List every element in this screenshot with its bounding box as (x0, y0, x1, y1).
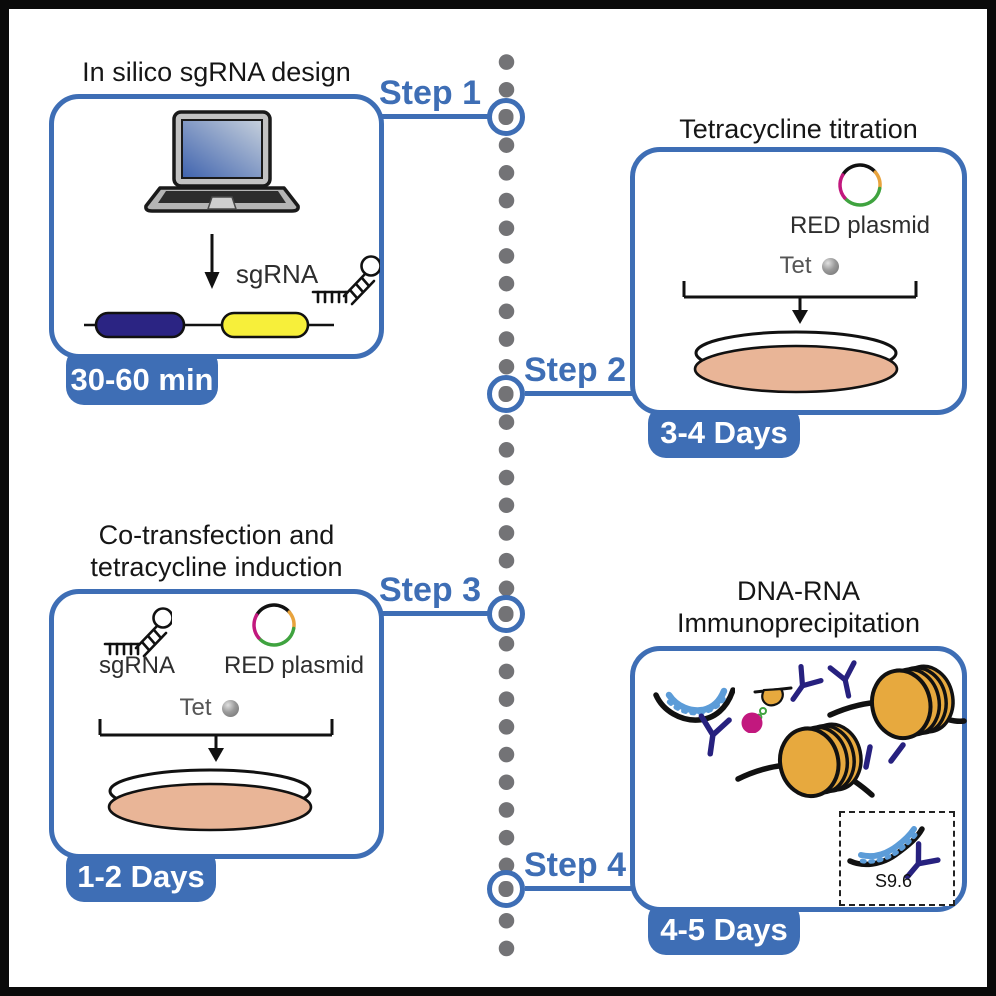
step3-timeline-ring (487, 595, 525, 633)
step2-tet-row: Tet (744, 252, 874, 280)
step1-duration-text: 30-60 min (70, 362, 214, 397)
step2-tet-label: Tet (779, 252, 812, 279)
s96-dashed-box: S9.6 (839, 811, 955, 906)
step3-tet-label: Tet (179, 694, 212, 721)
step2-title: Tetracycline titration (679, 114, 918, 144)
down-arrow-icon (204, 234, 220, 289)
yellow-capsule (220, 311, 310, 339)
step4-label: Step 4 (524, 846, 627, 884)
step4-panel: S9.6 (630, 646, 967, 912)
step1-panel: sgRNA (49, 94, 384, 359)
step1-label: Step 1 (378, 74, 481, 112)
rloop-icon (653, 687, 735, 723)
sgrna-hairpin-icon (311, 255, 380, 306)
nucleosome-icon (735, 722, 875, 799)
step3-tet-row: Tet (144, 694, 274, 722)
titration-bracket-icon (682, 281, 918, 324)
step3-panel: sgRNA RED plasmid Tet (49, 589, 384, 859)
step2-label: Step 2 (524, 351, 627, 389)
step3-duration-text: 1-2 Days (77, 859, 205, 894)
step3-title-line2: tetracycline induction (90, 552, 343, 582)
step4-timeline-ring (487, 870, 525, 908)
step2-panel: RED plasmid Tet (630, 147, 967, 415)
petri-dish-icon (107, 768, 313, 832)
titration-bracket-icon (98, 719, 334, 762)
antibody-icon (698, 713, 732, 757)
step1-title: In silico sgRNA design (82, 57, 351, 87)
tet-dot-icon (821, 257, 839, 275)
antibody-fragment-dashes (863, 742, 906, 770)
step4-title: DNA-RNA Immunoprecipitation (630, 575, 967, 639)
step4-connector-line (525, 886, 632, 891)
step4-duration-text: 4-5 Days (660, 912, 788, 947)
rloop-icon (847, 826, 925, 868)
antibody-icon (790, 664, 824, 702)
step2-timeline-ring (487, 375, 525, 413)
step1-sgrna-label: sgRNA (235, 259, 319, 289)
step4-title-line2: Immunoprecipitation (676, 608, 921, 638)
step3-sgrna-label: sgRNA (98, 652, 176, 679)
tet-dot-icon (221, 699, 239, 717)
red-plasmid-icon (838, 163, 882, 207)
red-plasmid-icon (252, 603, 296, 647)
antibody-icon (904, 841, 941, 880)
step4-title-line1: DNA-RNA (736, 576, 860, 606)
step1-timeline-ring (487, 98, 525, 136)
sgrna-hairpin-icon (103, 607, 172, 658)
s96-antibody-label: S9.6 (875, 871, 913, 891)
nucleosome-icon (827, 664, 967, 741)
timeline-dotted-line (498, 54, 515, 959)
genome-capsules-icon (84, 311, 334, 339)
magenta-enzyme-icon (741, 686, 793, 733)
navy-capsule (94, 311, 186, 339)
step2-connector-line (525, 391, 632, 396)
step2-plasmid-label: RED plasmid (789, 212, 931, 239)
step3-title-line1: Co-transfection and (98, 520, 335, 550)
step3-plasmid-label: RED plasmid (223, 652, 365, 679)
step3-label: Step 3 (378, 571, 481, 609)
petri-dish-icon (693, 330, 899, 394)
step1-connector-line (381, 114, 488, 119)
antibody-icon (827, 660, 857, 699)
step3-connector-line (381, 611, 488, 616)
step3-title: Co-transfection and tetracycline inducti… (49, 519, 384, 583)
laptop-icon (144, 110, 300, 213)
step2-duration-text: 3-4 Days (660, 415, 788, 450)
